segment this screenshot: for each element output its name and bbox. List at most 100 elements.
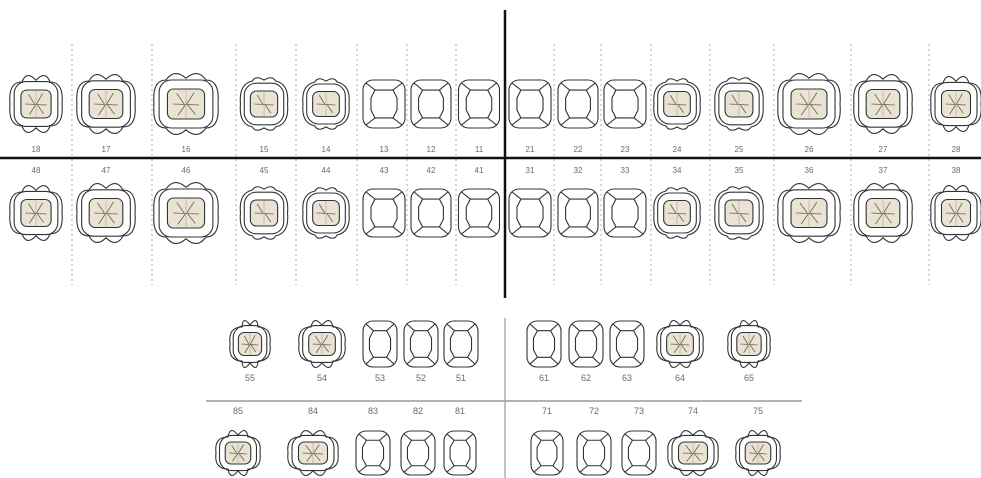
tooth-73[interactable] — [622, 431, 656, 475]
tooth-42[interactable] — [411, 189, 451, 237]
tooth-74[interactable] — [668, 431, 719, 476]
tooth-number-46: 46 — [182, 166, 191, 175]
tooth-31[interactable] — [509, 189, 551, 237]
tooth-number-44: 44 — [322, 166, 331, 175]
tooth-number-75: 75 — [753, 406, 763, 416]
tooth-65[interactable] — [728, 321, 771, 368]
tooth-number-62: 62 — [581, 373, 591, 383]
tooth-number-31: 31 — [526, 166, 535, 175]
tooth-28[interactable] — [931, 77, 981, 132]
tooth-64[interactable] — [657, 321, 704, 368]
tooth-25[interactable] — [715, 78, 764, 130]
tooth-32[interactable] — [558, 189, 598, 237]
tooth-number-37: 37 — [879, 166, 888, 175]
tooth-63[interactable] — [610, 321, 644, 367]
tooth-71[interactable] — [531, 431, 563, 475]
tooth-61[interactable] — [527, 321, 561, 367]
tooth-26[interactable] — [778, 74, 841, 135]
tooth-number-33: 33 — [621, 166, 630, 175]
tooth-62[interactable] — [569, 321, 603, 367]
tooth-16[interactable] — [154, 74, 219, 135]
tooth-number-21: 21 — [526, 145, 535, 154]
tooth-84[interactable] — [288, 431, 339, 476]
tooth-81[interactable] — [444, 431, 476, 475]
tooth-27[interactable] — [854, 75, 913, 134]
tooth-number-63: 63 — [622, 373, 632, 383]
tooth-85[interactable] — [216, 431, 261, 476]
tooth-82[interactable] — [401, 431, 435, 475]
tooth-number-17: 17 — [102, 145, 111, 154]
tooth-number-41: 41 — [475, 166, 484, 175]
tooth-number-51: 51 — [456, 373, 466, 383]
tooth-35[interactable] — [715, 187, 764, 239]
tooth-15[interactable] — [240, 78, 288, 130]
tooth-14[interactable] — [303, 79, 350, 129]
tooth-34[interactable] — [654, 188, 701, 238]
tooth-number-54: 54 — [317, 373, 327, 383]
tooth-21[interactable] — [509, 80, 551, 128]
tooth-number-11: 11 — [475, 145, 484, 154]
tooth-number-14: 14 — [322, 145, 331, 154]
tooth-36[interactable] — [778, 184, 841, 243]
tooth-number-83: 83 — [368, 406, 378, 416]
tooth-52[interactable] — [404, 321, 438, 367]
tooth-41[interactable] — [459, 189, 500, 237]
tooth-number-24: 24 — [673, 145, 682, 154]
tooth-number-34: 34 — [673, 166, 682, 175]
tooth-11[interactable] — [459, 80, 500, 128]
tooth-number-26: 26 — [805, 145, 814, 154]
tooth-44[interactable] — [303, 188, 350, 238]
tooth-46[interactable] — [154, 183, 219, 244]
tooth-number-12: 12 — [427, 145, 436, 154]
tooth-number-47: 47 — [102, 166, 111, 175]
tooth-22[interactable] — [558, 80, 598, 128]
tooth-83[interactable] — [356, 431, 390, 475]
tooth-number-64: 64 — [675, 373, 685, 383]
tooth-number-35: 35 — [735, 166, 744, 175]
tooth-number-55: 55 — [245, 373, 255, 383]
tooth-24[interactable] — [654, 79, 701, 129]
tooth-number-23: 23 — [621, 145, 630, 154]
tooth-55[interactable] — [230, 321, 271, 368]
tooth-17[interactable] — [77, 75, 136, 134]
tooth-number-45: 45 — [260, 166, 269, 175]
tooth-number-85: 85 — [233, 406, 243, 416]
teeth-layer — [10, 74, 981, 476]
tooth-75[interactable] — [736, 431, 781, 476]
tooth-number-25: 25 — [735, 145, 744, 154]
tooth-number-27: 27 — [879, 145, 888, 154]
tooth-38[interactable] — [931, 186, 981, 241]
tooth-18[interactable] — [10, 76, 63, 133]
tooth-number-22: 22 — [574, 145, 583, 154]
tooth-number-13: 13 — [380, 145, 389, 154]
tooth-number-28: 28 — [952, 145, 961, 154]
tooth-43[interactable] — [363, 189, 405, 237]
tooth-number-84: 84 — [308, 406, 318, 416]
tooth-72[interactable] — [577, 431, 611, 475]
tooth-number-82: 82 — [413, 406, 423, 416]
tooth-number-52: 52 — [416, 373, 426, 383]
tooth-13[interactable] — [363, 80, 405, 128]
tooth-12[interactable] — [411, 80, 451, 128]
tooth-number-72: 72 — [589, 406, 599, 416]
tooth-number-43: 43 — [380, 166, 389, 175]
tooth-51[interactable] — [444, 321, 478, 367]
tooth-number-18: 18 — [32, 145, 41, 154]
tooth-number-48: 48 — [32, 166, 41, 175]
tooth-54[interactable] — [299, 321, 346, 368]
tooth-37[interactable] — [854, 184, 913, 243]
tooth-number-42: 42 — [427, 166, 436, 175]
tooth-number-32: 32 — [574, 166, 583, 175]
tooth-number-73: 73 — [634, 406, 644, 416]
tooth-45[interactable] — [240, 187, 288, 239]
tooth-47[interactable] — [77, 184, 136, 243]
tooth-number-38: 38 — [952, 166, 961, 175]
tooth-23[interactable] — [604, 80, 646, 128]
tooth-number-61: 61 — [539, 373, 549, 383]
tooth-53[interactable] — [363, 321, 397, 367]
tooth-48[interactable] — [10, 186, 63, 241]
tooth-number-74: 74 — [688, 406, 698, 416]
tooth-number-81: 81 — [455, 406, 465, 416]
tooth-number-16: 16 — [182, 145, 191, 154]
tooth-33[interactable] — [604, 189, 646, 237]
